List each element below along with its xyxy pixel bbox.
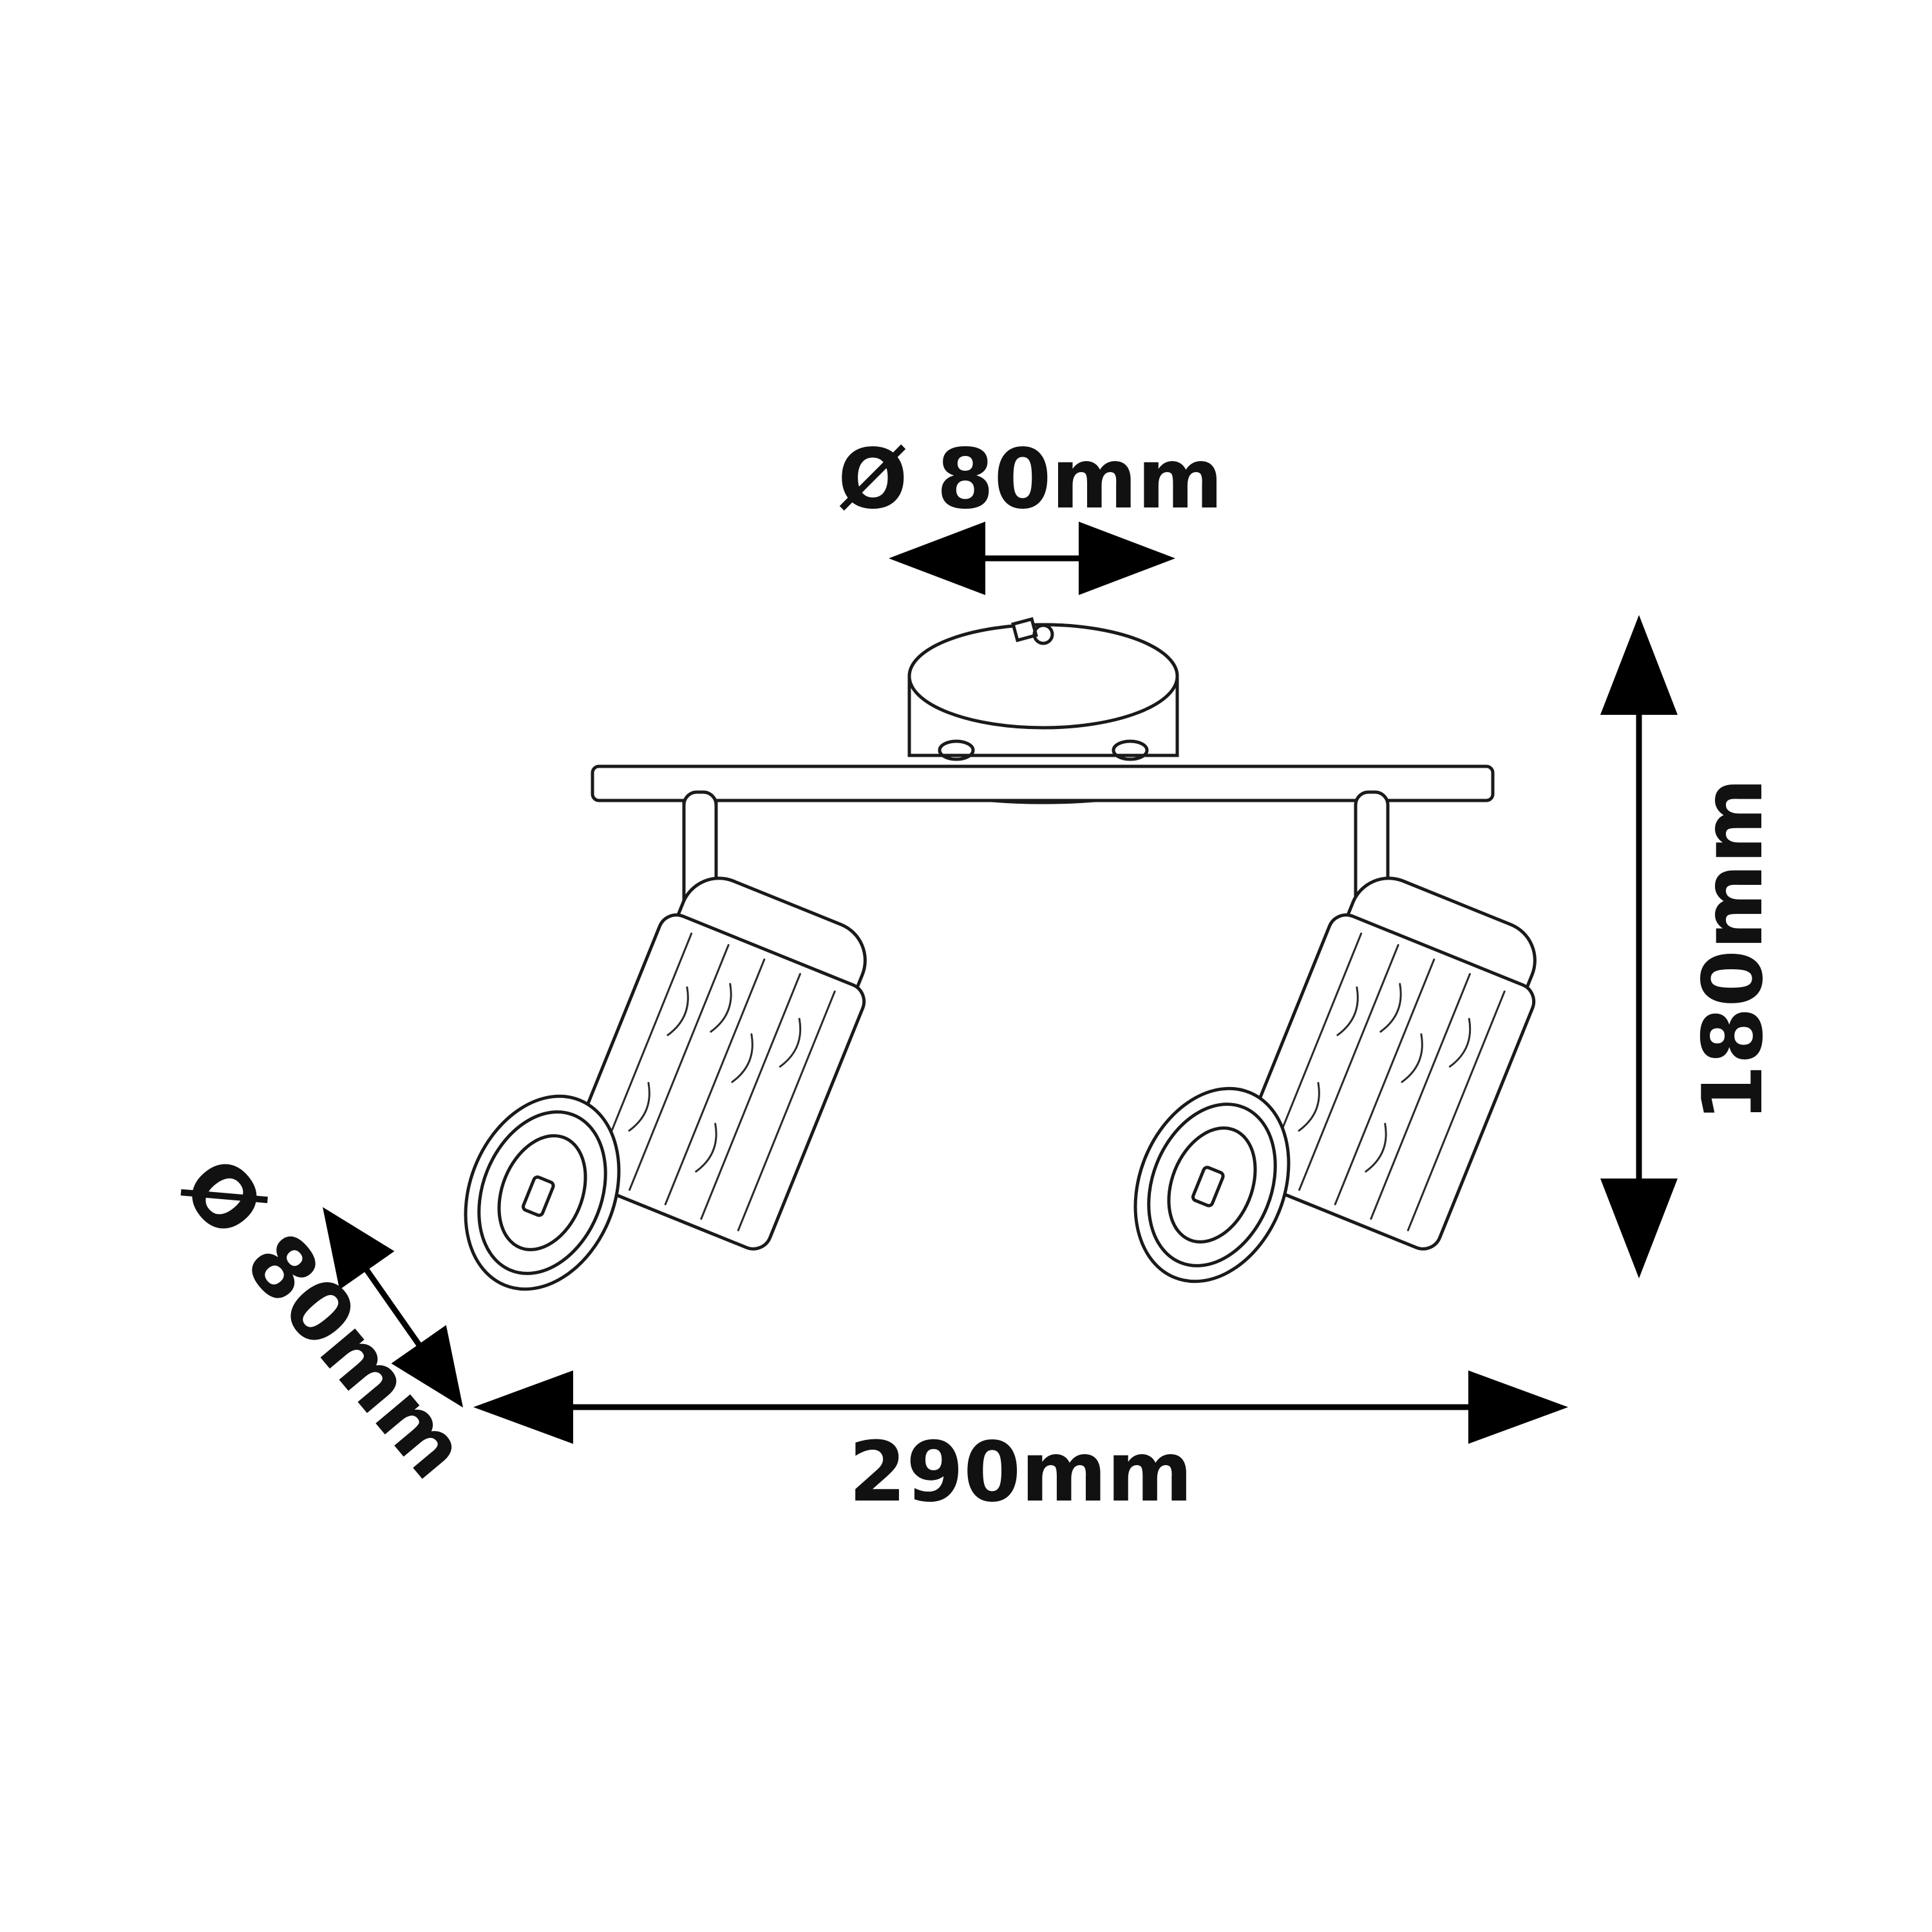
canopy-diameter-label: Ø 80mm xyxy=(838,431,1223,527)
left-spotlight xyxy=(464,790,867,1291)
height-arrow xyxy=(1600,615,1678,1278)
right-spotlight xyxy=(1133,790,1537,1283)
width-label: 290mm xyxy=(849,1425,1193,1520)
width-arrow xyxy=(473,1370,1568,1444)
ceiling-canopy xyxy=(907,617,1179,804)
canopy-diameter-arrow xyxy=(889,522,1175,595)
mounting-bar xyxy=(591,764,1495,802)
height-label: 180mm xyxy=(1685,778,1781,1122)
head-diameter-arrow xyxy=(323,1207,463,1408)
head-diameter-label: Ø 80mm xyxy=(164,1140,485,1497)
